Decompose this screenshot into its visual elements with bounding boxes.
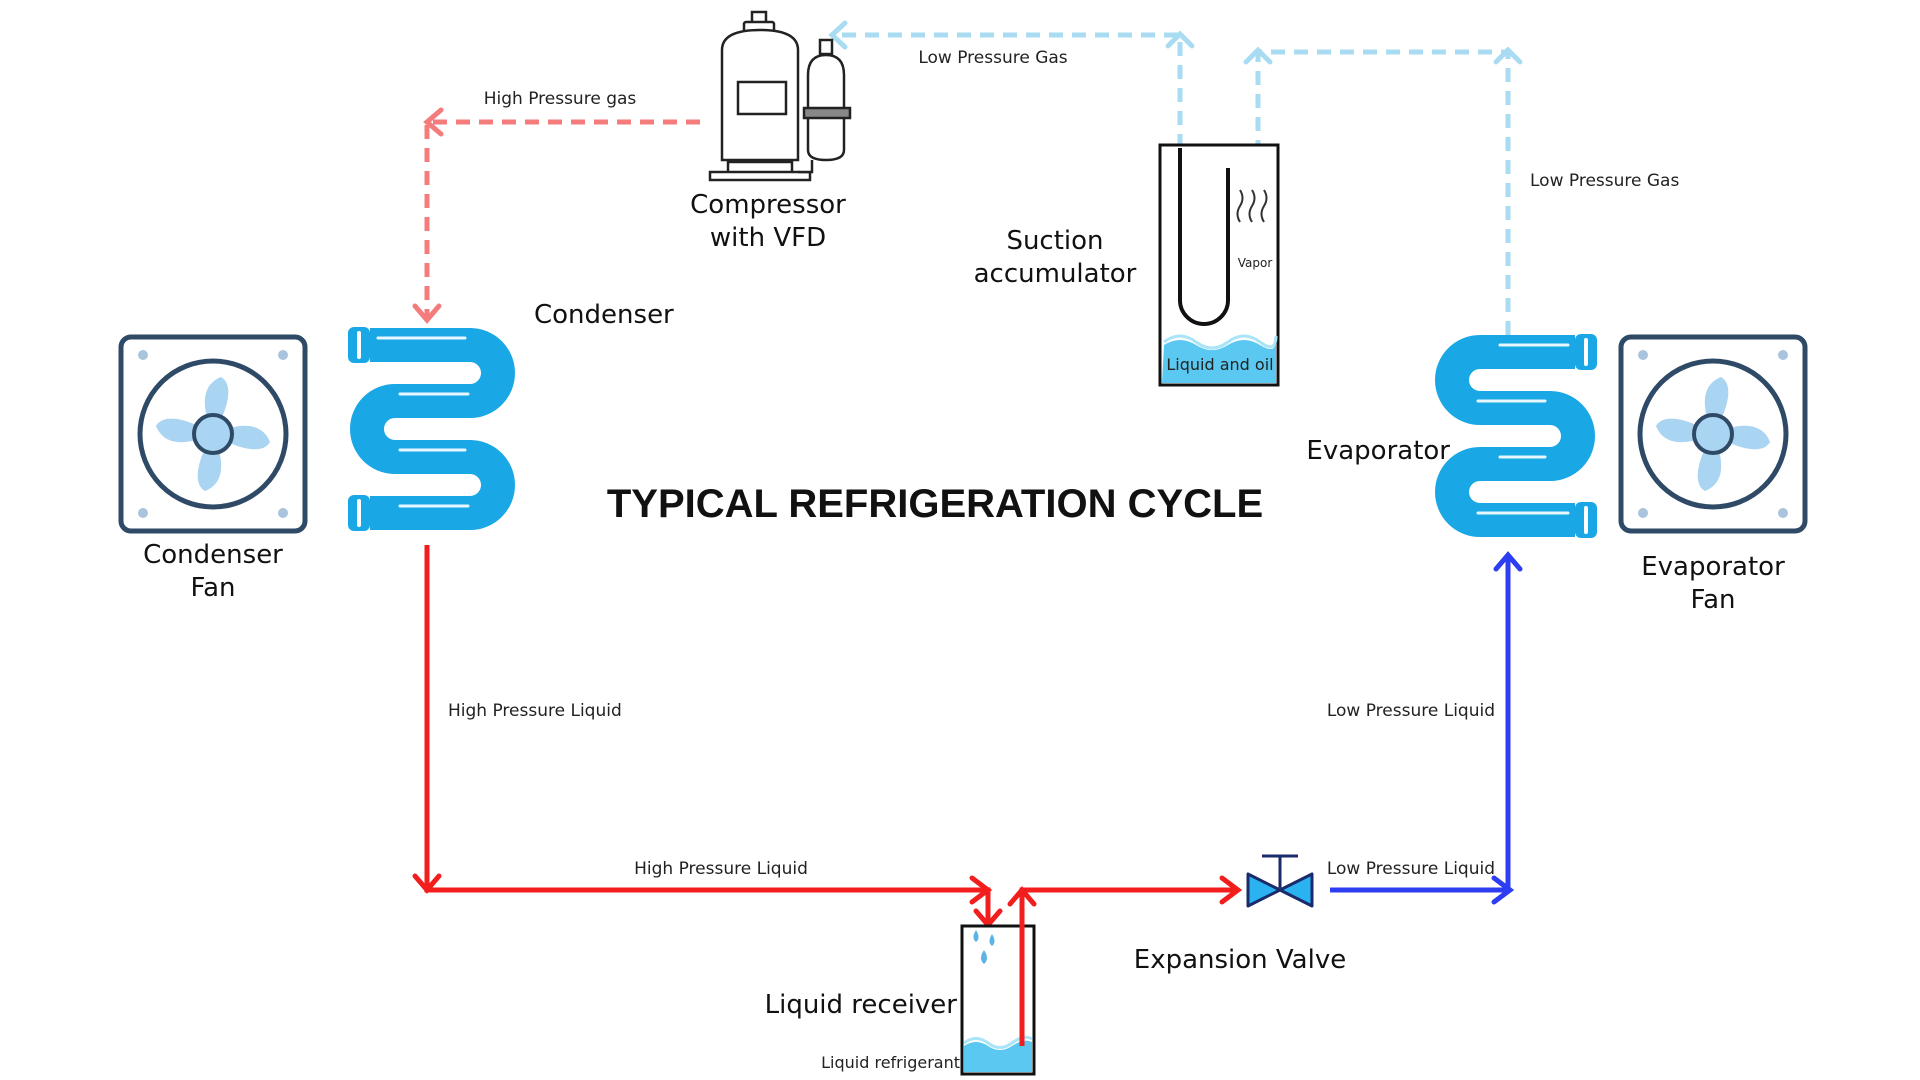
high-pressure-liquid-label-vertical: High Pressure Liquid [448,701,622,721]
evaporator-fan-label-line2: Fan [1691,585,1736,615]
condenser-fan-label-line2: Fan [191,573,236,603]
liquid-refrigerant-label: Liquid refrigerant [821,1053,960,1072]
low-pressure-gas-label-right: Low Pressure Gas [1530,171,1679,191]
evaporator-fan-label-line1: Evaporator [1641,552,1785,582]
compressor-icon [708,10,852,182]
suction-accumulator [1158,143,1280,387]
high-pressure-gas-line [412,107,700,324]
droplet-icon [973,930,995,964]
evaporator-fan [1618,334,1808,534]
low-pressure-gas-label-top: Low Pressure Gas [918,48,1067,68]
suction-accumulator-label-line2: accumulator [974,259,1137,289]
expansion-valve [1246,854,1314,908]
high-pressure-liquid-label-bottom: High Pressure Liquid [634,859,808,879]
evaporator-label: Evaporator [1306,436,1450,466]
suction-accumulator-label-line1: Suction [1006,226,1103,256]
evaporator-coil [1435,334,1597,538]
low-pressure-liquid-label-bottom: Low Pressure Liquid [1327,859,1495,879]
vapor-label: Vapor [1238,256,1273,270]
low-pressure-liquid-line [1330,551,1523,905]
condenser-fan [118,334,308,534]
condenser-coil [348,327,515,531]
high-pressure-liquid-line [412,545,1003,929]
liquid-and-oil-label: Liquid and oil [1166,355,1273,374]
expansion-valve-label: Expansion Valve [1134,945,1346,975]
vapor-icon [1236,189,1268,223]
liquid-receiver-label: Liquid receiver [765,990,958,1020]
condenser-label: Condenser [534,300,674,330]
high-pressure-gas-label: High Pressure gas [484,89,637,109]
low-pressure-gas-line-right [1243,46,1523,335]
low-pressure-liquid-label-vertical: Low Pressure Liquid [1327,701,1495,721]
low-pressure-gas-line-top [828,20,1195,148]
liquid-receiver [960,890,1036,1076]
diagram-title: TYPICAL REFRIGERATION CYCLE [607,482,1263,526]
compressor-label-line2: with VFD [710,223,826,253]
compressor-label-line1: Compressor [690,190,846,220]
condenser-fan-label-line1: Condenser [143,540,283,570]
